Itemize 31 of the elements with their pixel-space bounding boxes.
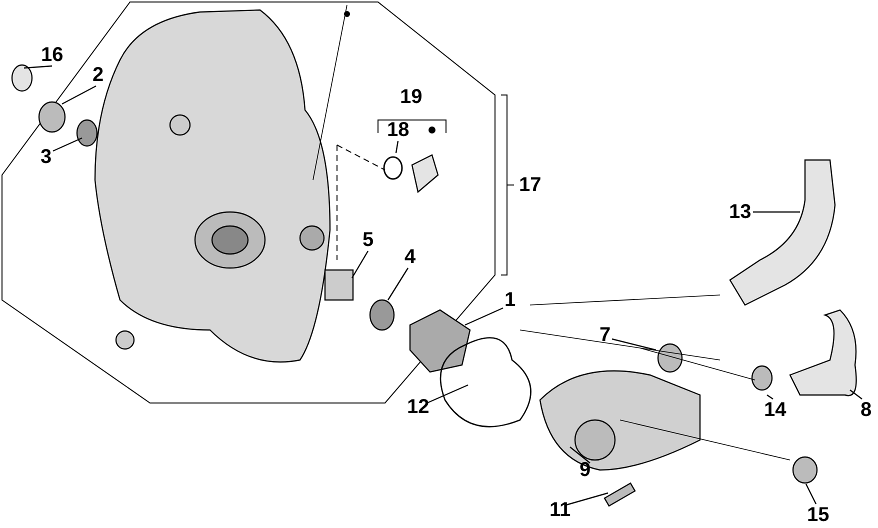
leader-line bbox=[753, 211, 800, 213]
leader-line bbox=[388, 268, 408, 300]
callout-number: 4 bbox=[404, 246, 416, 268]
callout-number: 5 bbox=[362, 229, 374, 251]
leader-line bbox=[566, 492, 608, 506]
callout-number: 14 bbox=[764, 399, 786, 421]
leader-line bbox=[805, 484, 817, 504]
leader-line bbox=[766, 394, 774, 400]
leader-line bbox=[850, 390, 862, 400]
leader-line bbox=[24, 65, 52, 69]
leader-line bbox=[395, 140, 399, 154]
callout-number: 7 bbox=[600, 324, 611, 346]
callout-number: 8 bbox=[860, 399, 872, 421]
leader-line bbox=[62, 85, 96, 105]
leader-line bbox=[351, 250, 369, 278]
callout-number: 13 bbox=[729, 201, 752, 223]
leader-line bbox=[426, 384, 468, 404]
callout-number: 3 bbox=[40, 146, 52, 168]
callout-number: 18 bbox=[387, 119, 410, 141]
leader-line bbox=[570, 446, 590, 464]
leader-line bbox=[464, 307, 504, 326]
leader-line bbox=[52, 137, 82, 152]
callout-number: 15 bbox=[807, 504, 830, 526]
callout-number: 17 bbox=[519, 174, 542, 196]
callout-number: 1 bbox=[504, 289, 516, 311]
callout-number: 19 bbox=[400, 86, 422, 108]
callout-number: 2 bbox=[92, 64, 104, 86]
leader-line bbox=[612, 338, 656, 351]
callout-number: 16 bbox=[41, 44, 64, 66]
callout-number: 12 bbox=[407, 396, 430, 418]
callout-number: 11 bbox=[550, 499, 571, 521]
